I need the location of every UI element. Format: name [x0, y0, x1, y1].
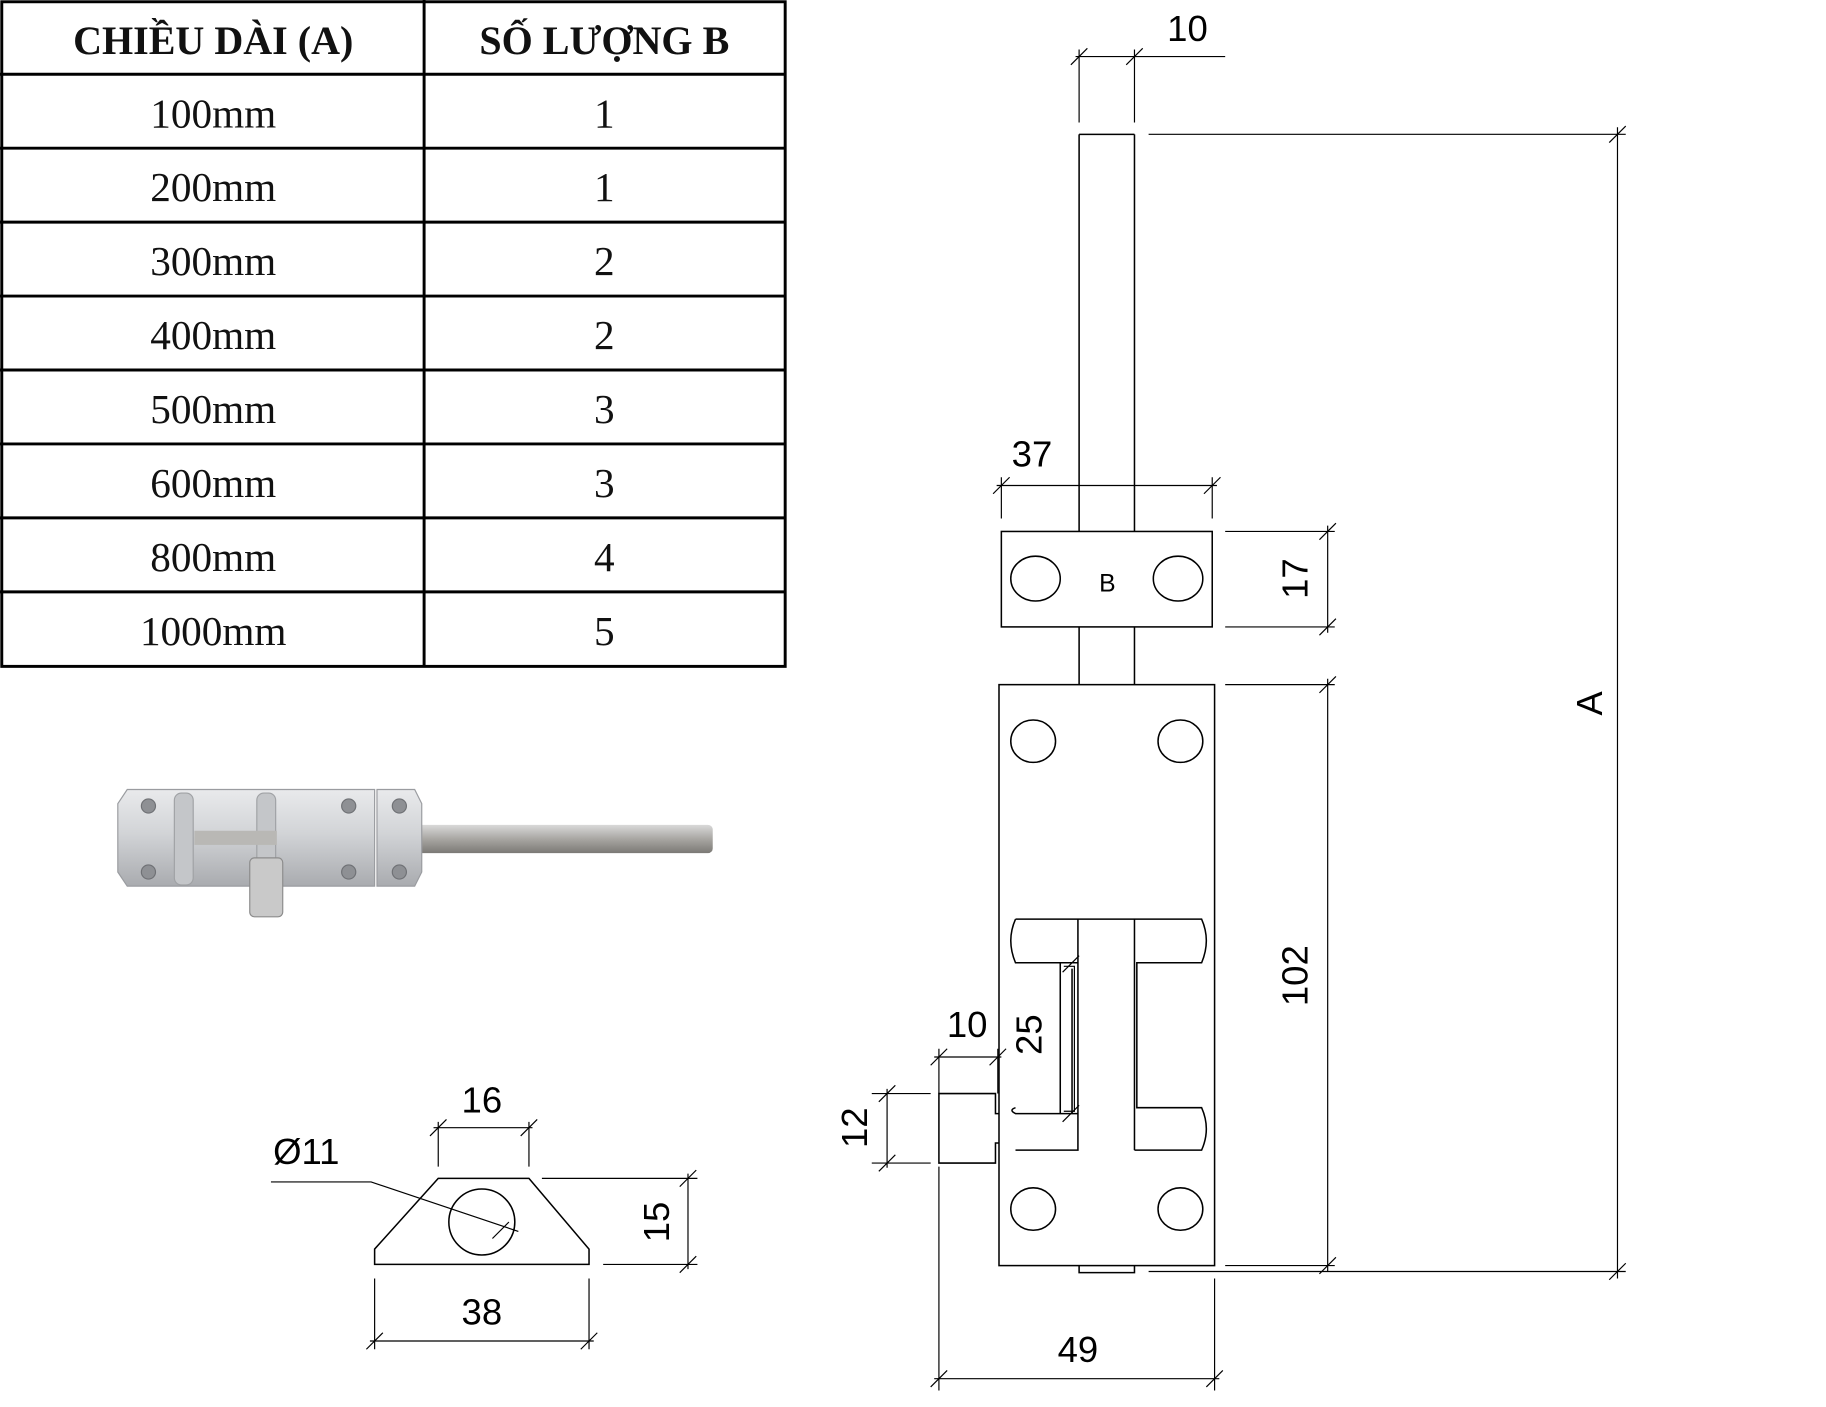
plate-hole [1152, 555, 1204, 602]
quantity-cell: 2 [594, 238, 615, 284]
diameter-leader [270, 1181, 519, 1232]
length-cell: 400mm [150, 312, 276, 358]
dimension-tick [878, 1154, 896, 1172]
dimension-tick [1062, 1104, 1080, 1123]
dimension-tick [580, 1332, 598, 1350]
length-cell: 300mm [150, 238, 276, 284]
slot-length-label: 25 [1008, 1014, 1049, 1055]
quantity-cell: 5 [594, 608, 615, 654]
length-cell: 500mm [150, 386, 276, 432]
knob-offset-label: 10 [947, 1004, 988, 1045]
plate-b-label: B [1099, 571, 1115, 598]
size-table: CHIỀU DÀI (A) SỐ LƯỢNG B 100mm 1 200mm 1 300… [0, 0, 787, 668]
quantity-cell: 1 [594, 90, 615, 136]
slot-dimension-line [1063, 965, 1075, 1112]
header-length: CHIỀU DÀI (A) [73, 18, 353, 63]
quantity-cell: 1 [594, 164, 615, 210]
plate-height-label: 17 [1275, 558, 1316, 599]
dimension-tick [1205, 1370, 1224, 1388]
dimension-tick [679, 1255, 697, 1274]
dimension-tick [992, 476, 1011, 495]
dimension-tick [1062, 955, 1080, 973]
dimension-tick [1608, 125, 1627, 144]
dimension-tick [1319, 675, 1337, 694]
dimension-tick [989, 1048, 1007, 1066]
dimension-tick [429, 1119, 447, 1137]
length-cell: 1000mm [140, 608, 287, 654]
dimension-tick [520, 1119, 538, 1137]
bolt-rod [412, 824, 713, 854]
plate-hole [1010, 555, 1062, 602]
quantity-cell: 4 [594, 534, 615, 580]
dimension-tick [365, 1332, 384, 1350]
dimension-tick [930, 1048, 948, 1066]
body-height-label: 102 [1275, 945, 1316, 1006]
keeper-profile [373, 1177, 590, 1266]
knob-height-label: 12 [834, 1107, 875, 1148]
length-cell: 200mm [150, 164, 276, 210]
quantity-cell: 3 [594, 460, 615, 506]
rod-width-label: 10 [1167, 8, 1208, 49]
quantity-cell: 2 [594, 312, 615, 358]
dimension-tick [878, 1084, 896, 1103]
bolt-knob [249, 857, 284, 918]
top-width-label: 16 [462, 1079, 503, 1120]
section-height-label: 15 [636, 1202, 677, 1243]
knob-outline [938, 1092, 999, 1164]
length-cell: 600mm [150, 460, 276, 506]
dimension-tick [1608, 1262, 1627, 1281]
bolt-keeper [376, 788, 423, 887]
length-a-label: A [1569, 691, 1610, 716]
dimension-tick [1319, 618, 1337, 636]
product-photo [117, 788, 713, 918]
section-drawing: Ø11 16 15 38 [270, 1079, 698, 1350]
bolt-body-outline [998, 683, 1216, 1267]
quantity-cell: 3 [594, 386, 615, 432]
keeper-plate-b [1000, 530, 1213, 628]
mounting-hole [448, 1188, 516, 1256]
dimension-tick [1070, 47, 1088, 66]
length-cell: 100mm [150, 90, 276, 136]
rod-outline [1078, 133, 1136, 1274]
dimension-tick [1125, 47, 1144, 66]
dimension-tick [679, 1169, 697, 1188]
dimension-tick [492, 1221, 510, 1239]
header-quantity-b: SỐ LƯỢNG B [479, 17, 729, 63]
hole-diameter-label: Ø11 [273, 1131, 339, 1172]
bolt-slot [1010, 918, 1208, 1151]
dimension-tick [1319, 1256, 1337, 1275]
length-cell: 800mm [150, 534, 276, 580]
body-width-label: 49 [1058, 1329, 1099, 1370]
dimension-tick [1319, 522, 1337, 541]
dimension-tick [1203, 476, 1221, 495]
dimension-tick [930, 1370, 948, 1388]
table-border [0, 0, 787, 668]
dimension-ticks [365, 47, 1627, 1388]
bottom-width-label: 38 [462, 1292, 503, 1333]
front-view-drawing: 10 A B 37 17 10 25 12 102 [365, 8, 1627, 1391]
plate-width-label: 37 [1012, 434, 1053, 475]
